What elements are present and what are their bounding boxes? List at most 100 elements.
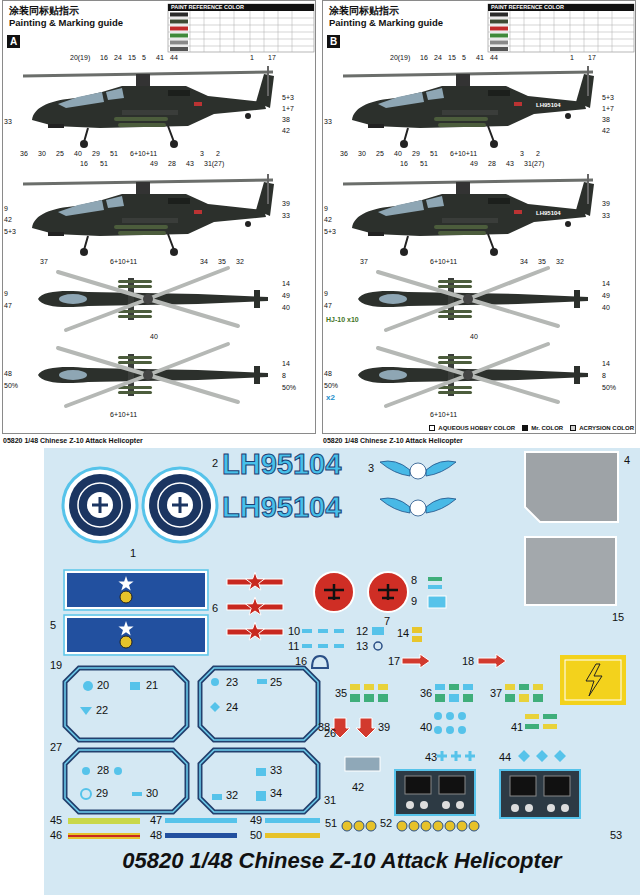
callout-number: 49 <box>150 160 158 167</box>
callout-number: 25 <box>376 150 384 157</box>
callout-number: 37 <box>360 258 368 265</box>
callout-number: 5+3 <box>324 228 336 235</box>
decal-number: 52 <box>380 818 392 829</box>
callout-number: 24 <box>434 54 442 61</box>
decal-number: 24 <box>226 702 238 713</box>
callout-number: 5 <box>142 54 146 61</box>
callout-number: 15 <box>448 54 456 61</box>
callout-number: 20(19) <box>70 54 90 61</box>
decal-number: 17 <box>388 656 400 667</box>
decal-number: 19 <box>50 660 62 671</box>
callout-number: 30 <box>358 150 366 157</box>
decal-number: 41 <box>511 722 523 733</box>
guide-letter-box: B <box>327 35 340 48</box>
callout-number: 25 <box>56 150 64 157</box>
callout-number: 36 <box>20 150 28 157</box>
decal-number: 11 <box>288 641 299 652</box>
decal-number: 37 <box>490 688 502 699</box>
guide-letter-box: A <box>7 35 20 48</box>
decal-number: 5 <box>50 620 56 631</box>
table-header: PAINT REFERENCE COLOR <box>171 5 244 11</box>
legend-text: AQUEOUS HOBBY COLOR <box>438 425 515 431</box>
decal-number: 33 <box>270 765 282 776</box>
callout-number: 48 <box>4 370 12 377</box>
caption: 05820 1/48 Chinese Z-10 Attack Helicopte… <box>3 437 143 444</box>
callout-number: 9 <box>4 290 8 297</box>
legend-swatch <box>570 425 576 431</box>
callout-number: 29 <box>92 150 100 157</box>
callout-number: 48 <box>324 370 332 377</box>
table-header: PAINT REFERENCE COLOR <box>491 5 564 11</box>
callout-number: 14 <box>282 280 290 287</box>
callout-number: 1+7 <box>282 105 294 112</box>
callout-number: 41 <box>156 54 164 61</box>
decal-sheet <box>44 448 640 895</box>
callout-number: 43 <box>506 160 514 167</box>
callout-number: 33 <box>602 212 610 219</box>
emblem-decals <box>63 468 217 542</box>
callout-number: 16 <box>100 54 108 61</box>
guide-panel: 涂装同标贴指示Painting & Marking guideA <box>2 0 316 434</box>
decal-number: 3 <box>368 463 374 474</box>
guide-letter: B <box>330 37 337 47</box>
serial-marking: LH95104 <box>536 210 561 216</box>
callout-number: 51 <box>420 160 428 167</box>
decal-number: 1 <box>130 548 136 559</box>
decal-number: 29 <box>96 788 108 799</box>
callout-number: 28 <box>168 160 176 167</box>
blue-panel-decals <box>64 570 208 655</box>
legend-swatch <box>522 425 528 431</box>
callout-number: 1+7 <box>602 105 614 112</box>
legend-swatch <box>429 425 435 431</box>
decal-number: 50 <box>250 830 262 841</box>
decal-number: 7 <box>384 616 390 627</box>
callout-number: 40 <box>470 333 478 340</box>
decal-number: 8 <box>411 575 417 586</box>
callout-number: 5+3 <box>4 228 16 235</box>
callout-number: 9 <box>324 205 328 212</box>
callout-number: 14 <box>282 360 290 367</box>
callout-number: 39 <box>282 200 290 207</box>
callout-number: 31(27) <box>524 160 544 167</box>
decal-number: 4 <box>624 455 630 466</box>
decal-number: 45 <box>50 815 62 826</box>
decal-number: 14 <box>397 628 409 639</box>
callout-number: 32 <box>556 258 564 265</box>
callout-number: 14 <box>602 280 610 287</box>
callout-number: 8 <box>602 372 606 379</box>
decal-number: 18 <box>462 656 474 667</box>
callout-number: 47 <box>324 302 332 309</box>
decal-number: 9 <box>411 596 417 607</box>
callout-number: 3 <box>200 150 204 157</box>
decal-number: 23 <box>226 677 238 688</box>
callout-number: 5+3 <box>602 94 614 101</box>
decal-number: 38 <box>318 722 330 733</box>
decal-number: 10 <box>288 626 300 637</box>
decal-number: 44 <box>499 752 511 763</box>
legend-text: ACRYSION COLOR <box>579 425 634 431</box>
callout-number: 6+10+11 <box>430 411 457 418</box>
callout-number: 41 <box>476 54 484 61</box>
callout-number: 51 <box>100 160 108 167</box>
callout-number: 50% <box>602 384 616 391</box>
callout-number: 50% <box>282 384 296 391</box>
callout-number: 1 <box>570 54 574 61</box>
callout-number: 51 <box>110 150 118 157</box>
callout-number: 49 <box>470 160 478 167</box>
callout-number: 16 <box>420 54 428 61</box>
decal-number: 6 <box>212 603 218 614</box>
guide-title: 涂装同标贴指示 <box>9 5 309 17</box>
callout-number: 2 <box>536 150 540 157</box>
callout-number: 32 <box>236 258 244 265</box>
decal-number: 32 <box>226 790 238 801</box>
callout-number: 33 <box>282 212 290 219</box>
callout-number: 1 <box>250 54 254 61</box>
weapon-note: HJ-10 x10 <box>326 316 359 323</box>
callout-number: 33 <box>324 118 332 125</box>
callout-number: 29 <box>412 150 420 157</box>
decal-number: 27 <box>50 742 62 753</box>
callout-number: 51 <box>430 150 438 157</box>
wing-decals <box>380 461 456 516</box>
